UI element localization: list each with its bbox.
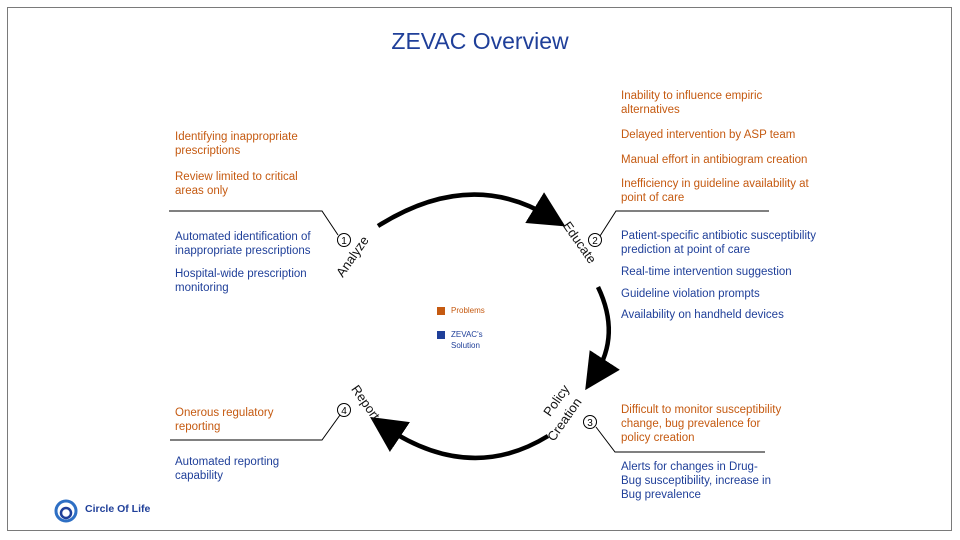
educate-solution-2: Real-time intervention suggestion	[621, 266, 792, 278]
connector-policy	[595, 426, 765, 453]
legend-solution-label-2: Solution	[451, 341, 480, 350]
legend-problems-swatch	[437, 307, 445, 315]
stage-1-number: 1	[341, 236, 347, 247]
educate-problem-3: Manual effort in antibiogram creation	[621, 154, 808, 166]
stage-3-number: 3	[587, 418, 593, 429]
connector-educate	[599, 210, 769, 237]
arrow-analyze-to-educate	[376, 192, 566, 228]
arrow-educate-to-policy	[585, 286, 620, 391]
connector-analyze	[169, 210, 339, 236]
educate-solution-4: Availability on handheld devices	[621, 309, 784, 321]
stage-2-number: 2	[592, 236, 598, 247]
analyze-problem-2: Review limited to critical areas only	[175, 171, 298, 197]
report-problem-1: Onerous regulatory reporting	[175, 407, 274, 433]
policy-solution-1: Alerts for changes in Drug-Bug susceptib…	[621, 461, 771, 501]
legend-problems-label: Problems	[451, 306, 485, 315]
connector-report	[170, 414, 341, 441]
report-solution-1: Automated reporting capability	[175, 456, 280, 482]
logo-text: Circle Of Life	[85, 503, 151, 515]
educate-solution-1: Patient-specific antibiotic susceptibili…	[621, 230, 816, 256]
slide-frame	[7, 7, 952, 531]
arrow-policy-to-report	[370, 416, 550, 461]
page-title: ZEVAC Overview	[391, 28, 569, 54]
analyze-solution-2: Hospital-wide prescription monitoring	[175, 268, 307, 294]
educate-problem-4: Inefficiency in guideline availability a…	[621, 178, 809, 204]
analyze-problem-1: Identifying inappropriate prescriptions	[175, 131, 298, 157]
stage-1-badge	[337, 233, 351, 247]
legend-solution-swatch	[437, 331, 445, 339]
educate-problem-2: Delayed intervention by ASP team	[621, 129, 796, 141]
stage-4-badge	[337, 403, 351, 417]
stage-4-number: 4	[341, 406, 347, 417]
policy-problem-1: Difficult to monitor susceptibility chan…	[621, 404, 782, 444]
stage-3-badge	[583, 415, 597, 429]
stage-2-badge	[588, 233, 602, 247]
educate-problem-1: Inability to influence empiric alternati…	[621, 90, 763, 116]
stage-label-report: Report	[348, 382, 383, 423]
legend-solution-label-1: ZEVAC's	[451, 330, 483, 339]
educate-solution-3: Guideline violation prompts	[621, 288, 760, 300]
circle-of-life-logo-icon	[54, 499, 78, 523]
analyze-solution-1: Automated identification of inappropriat…	[175, 231, 311, 257]
